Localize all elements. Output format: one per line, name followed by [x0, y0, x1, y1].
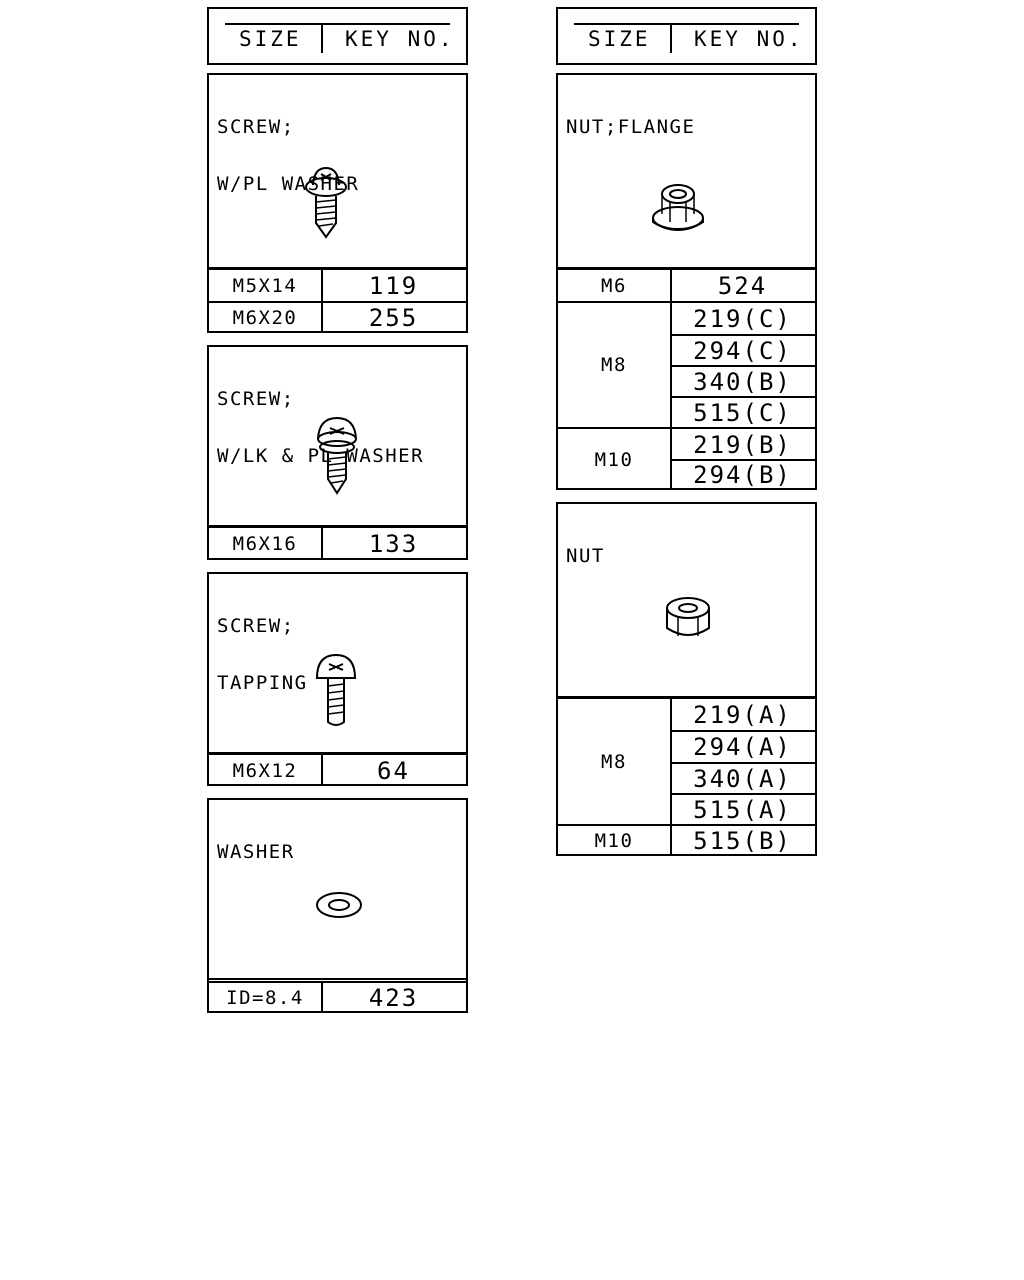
key-cell: 219(A): [693, 701, 792, 729]
row-divider: [670, 730, 815, 732]
key-cell: 294(A): [693, 732, 792, 761]
key-cell: 119: [368, 272, 419, 300]
table-row: 340(A): [558, 763, 815, 794]
part-title: SCREW; TAPPING: [217, 615, 308, 694]
column-divider: [321, 528, 323, 558]
part-title: NUT: [566, 545, 605, 567]
key-cell: 524: [717, 272, 768, 300]
divider: [209, 752, 466, 755]
table-row: 294(A): [558, 731, 815, 762]
size-cell: M8: [601, 751, 627, 773]
column-divider: [670, 699, 672, 854]
part-washer: WASHER ID=8.4 423: [207, 798, 468, 1013]
header-size-label: SIZE: [239, 27, 302, 51]
row-divider: [670, 365, 815, 367]
part-title: WASHER: [217, 841, 295, 863]
pan-head-screw-lock-washer-icon: [317, 416, 357, 495]
part-screw-lk-pl-washer: SCREW; W/LK & PL WASHER M6X16 133: [207, 345, 468, 560]
key-cell: 219(B): [693, 430, 792, 459]
table-row: 219(C): [558, 303, 815, 334]
table-row: M10: [558, 429, 815, 490]
divider: [558, 696, 815, 699]
header-rule: [225, 23, 450, 25]
key-cell: 255: [368, 303, 419, 332]
key-cell: 340(B): [693, 367, 792, 396]
part-screw-pl-washer: SCREW; W/PL WASHER M5X14 119 M6X20 255: [207, 73, 468, 333]
row-divider: [670, 762, 815, 764]
size-cell: M8: [601, 354, 627, 376]
size-cell: M6X20: [232, 306, 298, 329]
table-row: M6X20 255: [209, 302, 466, 333]
pan-head-screw-washer-icon: [305, 166, 347, 239]
table-row: 515(A): [558, 794, 815, 825]
table-row: M5X14 119: [209, 270, 466, 302]
table-row: M6X12 64: [209, 755, 466, 786]
row-divider: [209, 301, 466, 303]
row-divider: [558, 427, 815, 429]
key-cell: 294(C): [693, 336, 792, 365]
row-divider: [670, 793, 815, 795]
flange-nut-icon: [652, 184, 704, 231]
divider: [209, 978, 466, 980]
header-key-label: KEY NO.: [694, 27, 804, 51]
row-divider: [670, 459, 815, 461]
header-divider: [321, 25, 323, 53]
key-cell: 64: [377, 756, 410, 785]
tapping-screw-icon: [315, 653, 357, 726]
size-cell: M10: [594, 830, 634, 852]
divider: [209, 525, 466, 528]
part-screw-tapping: SCREW; TAPPING M6X12 64: [207, 572, 468, 786]
table-row: M8: [558, 303, 815, 427]
table-row: 219(A): [558, 699, 815, 731]
table-row: 515(C): [558, 397, 815, 428]
table-row: M10 515(B): [558, 826, 815, 856]
header-rule: [574, 23, 799, 25]
key-cell: 515(A): [693, 795, 792, 824]
table-row: 340(B): [558, 366, 815, 397]
table-row: M6 524: [558, 270, 815, 302]
size-cell: ID=8.4: [226, 987, 304, 1009]
table-row: ID=8.4 423: [209, 983, 466, 1013]
column-divider: [321, 983, 323, 1011]
table-row: M8: [558, 699, 815, 825]
flat-washer-icon: [316, 892, 362, 918]
left-header: SIZE KEY NO.: [207, 7, 468, 65]
table-row: 219(B): [558, 429, 815, 460]
size-cell: M6X12: [232, 759, 298, 782]
divider: [209, 981, 466, 983]
size-cell: M6X16: [232, 533, 298, 555]
table-row: M6X16 133: [209, 528, 466, 560]
divider: [558, 267, 815, 270]
key-cell: 219(C): [693, 304, 792, 333]
size-cell: M5X14: [232, 275, 298, 297]
key-cell: 423: [368, 984, 419, 1012]
header-size-label: SIZE: [588, 27, 651, 51]
right-header: SIZE KEY NO.: [556, 7, 817, 65]
part-title: NUT;FLANGE: [566, 116, 696, 138]
row-divider: [670, 396, 815, 398]
column-divider: [321, 270, 323, 331]
header-key-label: KEY NO.: [345, 27, 455, 51]
row-divider: [558, 824, 815, 826]
column-divider: [670, 270, 672, 488]
column-divider: [321, 755, 323, 784]
key-cell: 515(B): [693, 827, 792, 855]
row-divider: [670, 334, 815, 336]
size-cell: M6: [601, 275, 627, 297]
divider: [209, 267, 466, 270]
part-nut-flange: NUT;FLANGE M6 524 M8 219(C) 294(C) 340(B…: [556, 73, 817, 490]
key-cell: 133: [368, 530, 419, 558]
part-nut: NUT M8 219(A) 294(A) 340(A) 515(A) M10 5…: [556, 502, 817, 856]
table-row: 294(C): [558, 335, 815, 366]
table-row: 294(B): [558, 460, 815, 490]
size-cell: M10: [594, 448, 634, 471]
key-cell: 515(C): [693, 398, 792, 427]
header-divider: [670, 25, 672, 53]
hex-nut-icon: [666, 597, 710, 636]
row-divider: [558, 301, 815, 303]
key-cell: 340(A): [693, 764, 792, 793]
key-cell: 294(B): [693, 461, 792, 489]
